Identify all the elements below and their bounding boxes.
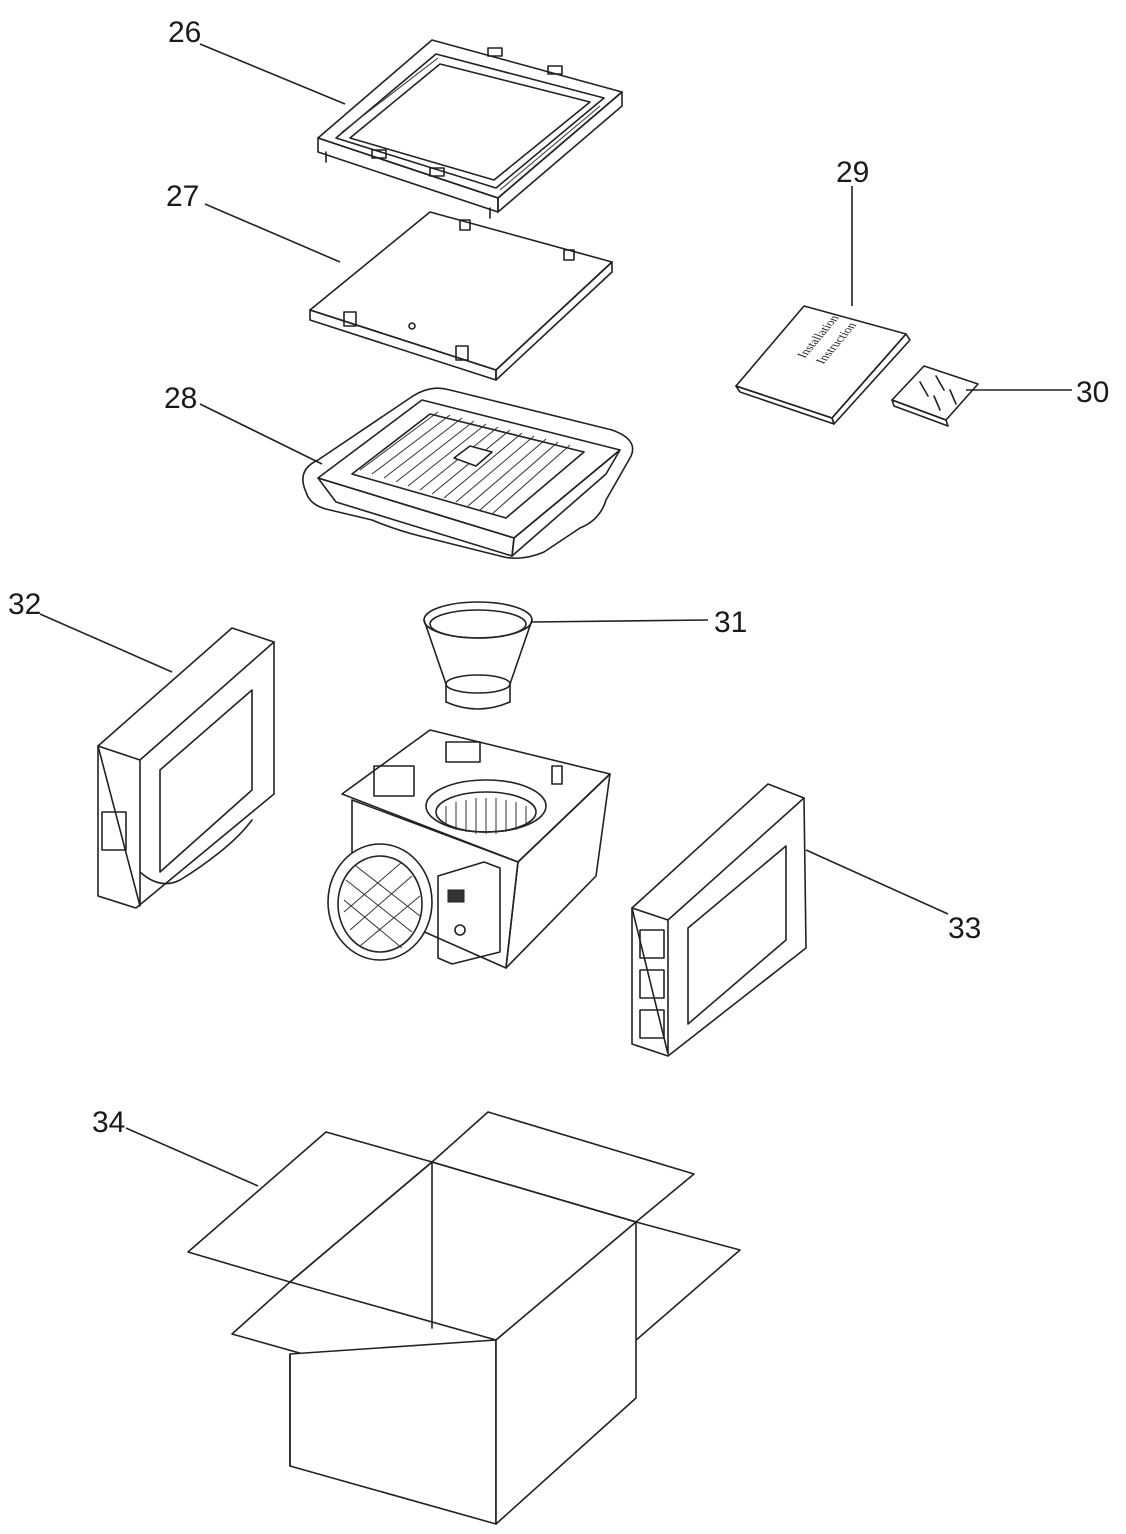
leader-33: [805, 849, 949, 915]
part-27-plate: [309, 211, 613, 381]
fan-housing: [327, 729, 611, 969]
callout-31: 31: [714, 606, 747, 639]
callout-28: 28: [164, 382, 197, 415]
part-26-mounting-frame: [317, 39, 623, 219]
part-30-screw-pack: [891, 365, 979, 427]
callout-34: 34: [92, 1106, 125, 1139]
part-33-right-foam: [631, 783, 807, 1057]
leader-28: [199, 403, 323, 465]
leader-26: [199, 43, 346, 105]
leader-31: [531, 619, 709, 623]
damper-grid: [343, 861, 421, 949]
part-31-duct-adapter: [423, 601, 533, 710]
blower-wheel-blades: [445, 798, 527, 834]
callout-30: 30: [1076, 376, 1109, 409]
part-34-carton-box: [187, 1111, 741, 1525]
leader-32: [39, 613, 173, 673]
callout-27: 27: [166, 180, 199, 213]
callout-33: 33: [948, 912, 981, 945]
part-28-grille-bagged: [302, 387, 634, 560]
callout-26: 26: [168, 16, 201, 49]
part-29-instruction-booklet: Installation Instruction: [735, 305, 911, 425]
callout-32: 32: [8, 588, 41, 621]
leader-27: [204, 203, 341, 263]
leader-34: [125, 1127, 259, 1187]
part-32-left-foam: [97, 627, 275, 909]
callout-29: 29: [836, 156, 869, 189]
